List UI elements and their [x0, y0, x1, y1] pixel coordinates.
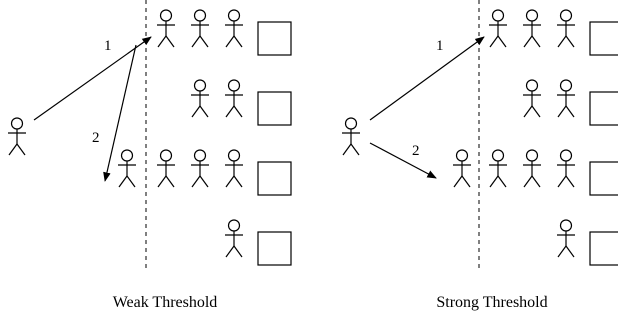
group-row — [191, 79, 292, 126]
box-icon — [589, 21, 618, 56]
box-icon — [257, 91, 292, 126]
stick-figure-icon — [489, 149, 507, 188]
group-row — [157, 9, 292, 56]
group-row — [523, 79, 618, 126]
arrow-label-1: 1 — [104, 38, 112, 54]
stick-figure-icon — [557, 219, 575, 258]
figure-grid — [118, 9, 292, 266]
box-icon — [257, 21, 292, 56]
arrow-label-1: 1 — [436, 38, 444, 54]
panel-weak: 1 2 Weak Threshold — [8, 0, 292, 311]
stick-figure-icon — [225, 219, 243, 258]
box-icon — [589, 231, 618, 266]
stick-figure-icon — [118, 149, 136, 188]
arrow-2 — [103, 44, 137, 182]
group-row — [453, 149, 618, 196]
arrow-1 — [33, 36, 152, 121]
box-icon — [257, 231, 292, 266]
stick-figure-icon — [453, 149, 471, 188]
group-row — [118, 149, 292, 196]
stick-figure-icon — [157, 9, 175, 48]
box-icon — [257, 161, 292, 196]
group-row — [489, 9, 618, 56]
stick-figure-icon — [557, 9, 575, 48]
arrow-2 — [369, 142, 437, 179]
caption-strong: Strong Threshold — [436, 294, 547, 311]
stick-figure-icon — [557, 79, 575, 118]
stick-figure-icon — [523, 9, 541, 48]
stick-figure-icon — [489, 9, 507, 48]
box-icon — [589, 91, 618, 126]
stick-figure-icon — [157, 149, 175, 188]
figure-grid — [453, 9, 618, 266]
caption-weak: Weak Threshold — [113, 294, 218, 311]
arrow-1 — [369, 36, 485, 121]
stick-figure-icon — [191, 9, 209, 48]
arrow-label-2: 2 — [412, 143, 420, 159]
stick-figure-icon — [225, 9, 243, 48]
stick-figure-icon — [225, 79, 243, 118]
stick-figure-icon — [523, 79, 541, 118]
stick-figure-icon — [557, 149, 575, 188]
stick-figure-icon — [523, 149, 541, 188]
box-icon — [589, 161, 618, 196]
arrow-label-2: 2 — [92, 130, 100, 146]
stick-figure-icon — [191, 79, 209, 118]
group-row — [557, 219, 618, 266]
stick-figure-icon — [8, 117, 26, 156]
stick-figure-icon — [191, 149, 209, 188]
group-row — [225, 219, 292, 266]
stick-figure-icon — [342, 117, 360, 156]
stick-figure-icon — [225, 149, 243, 188]
panel-strong: 1 2 Strong Threshold — [342, 0, 618, 311]
